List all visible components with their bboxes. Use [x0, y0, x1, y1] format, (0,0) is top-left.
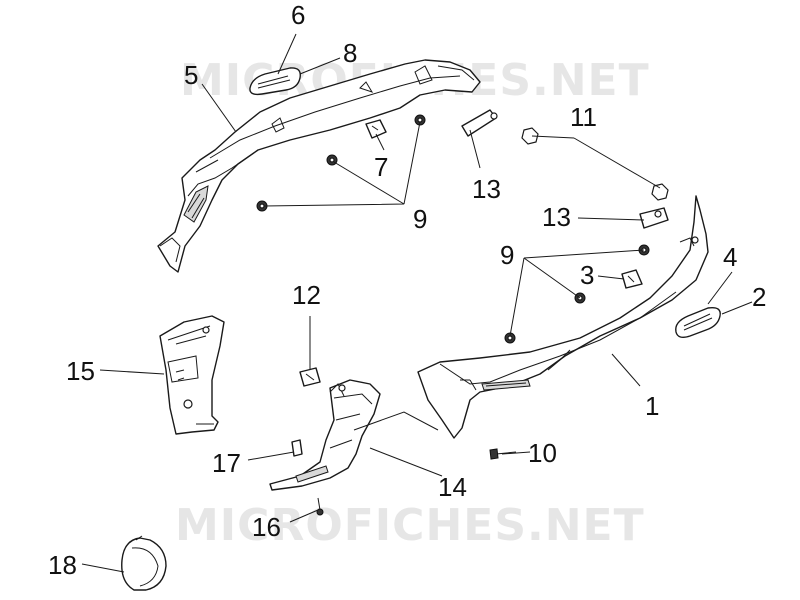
clip-part-12 — [299, 367, 321, 387]
callout-1: 1 — [645, 391, 659, 421]
clip-part-3 — [621, 269, 643, 289]
leader-lines — [81, 33, 753, 573]
upper-side-panel-part-5 — [157, 59, 481, 273]
bracket-part-13-upper — [461, 109, 498, 137]
callout-18: 18 — [48, 550, 77, 580]
bracket-part-13-lower — [639, 207, 669, 229]
clip-part-7 — [365, 119, 387, 139]
round-cap-part-18 — [121, 535, 167, 591]
callout-3: 3 — [580, 260, 594, 290]
callout-13-lower: 13 — [542, 202, 571, 232]
lower-side-panel-part-1 — [417, 195, 709, 439]
callout-2: 2 — [752, 282, 766, 312]
callout-11: 11 — [570, 102, 597, 132]
callout-10: 10 — [528, 438, 557, 468]
callout-6: 6 — [291, 0, 305, 30]
callout-17: 17 — [212, 448, 241, 478]
callout-16: 16 — [252, 512, 281, 542]
callout-14: 14 — [438, 472, 467, 502]
watermark-bottom: MICROFICHES.NET — [175, 500, 645, 551]
callout-labels: 1 2 3 4 5 6 7 8 9 9 10 11 12 13 13 14 15… — [48, 0, 766, 580]
callout-15: 15 — [66, 356, 95, 386]
pin-part-17 — [291, 439, 303, 457]
callout-13-upper: 13 — [472, 174, 501, 204]
screw-part-16 — [316, 497, 324, 516]
callout-9-upper: 9 — [413, 204, 427, 234]
screw-part-10 — [489, 448, 517, 460]
callout-5: 5 — [184, 60, 198, 90]
nuts-part-11 — [521, 127, 669, 201]
callout-8: 8 — [343, 38, 357, 68]
callout-9-lower: 9 — [500, 240, 514, 270]
left-bracket-panel-part-15 — [159, 315, 225, 435]
callout-7: 7 — [374, 152, 388, 182]
callout-4: 4 — [723, 242, 737, 272]
lower-reflector-parts-2-4 — [675, 306, 721, 339]
lower-cover-part-14 — [269, 379, 381, 491]
upper-reflector-parts-6-8 — [249, 67, 301, 96]
callout-12: 12 — [292, 280, 321, 310]
